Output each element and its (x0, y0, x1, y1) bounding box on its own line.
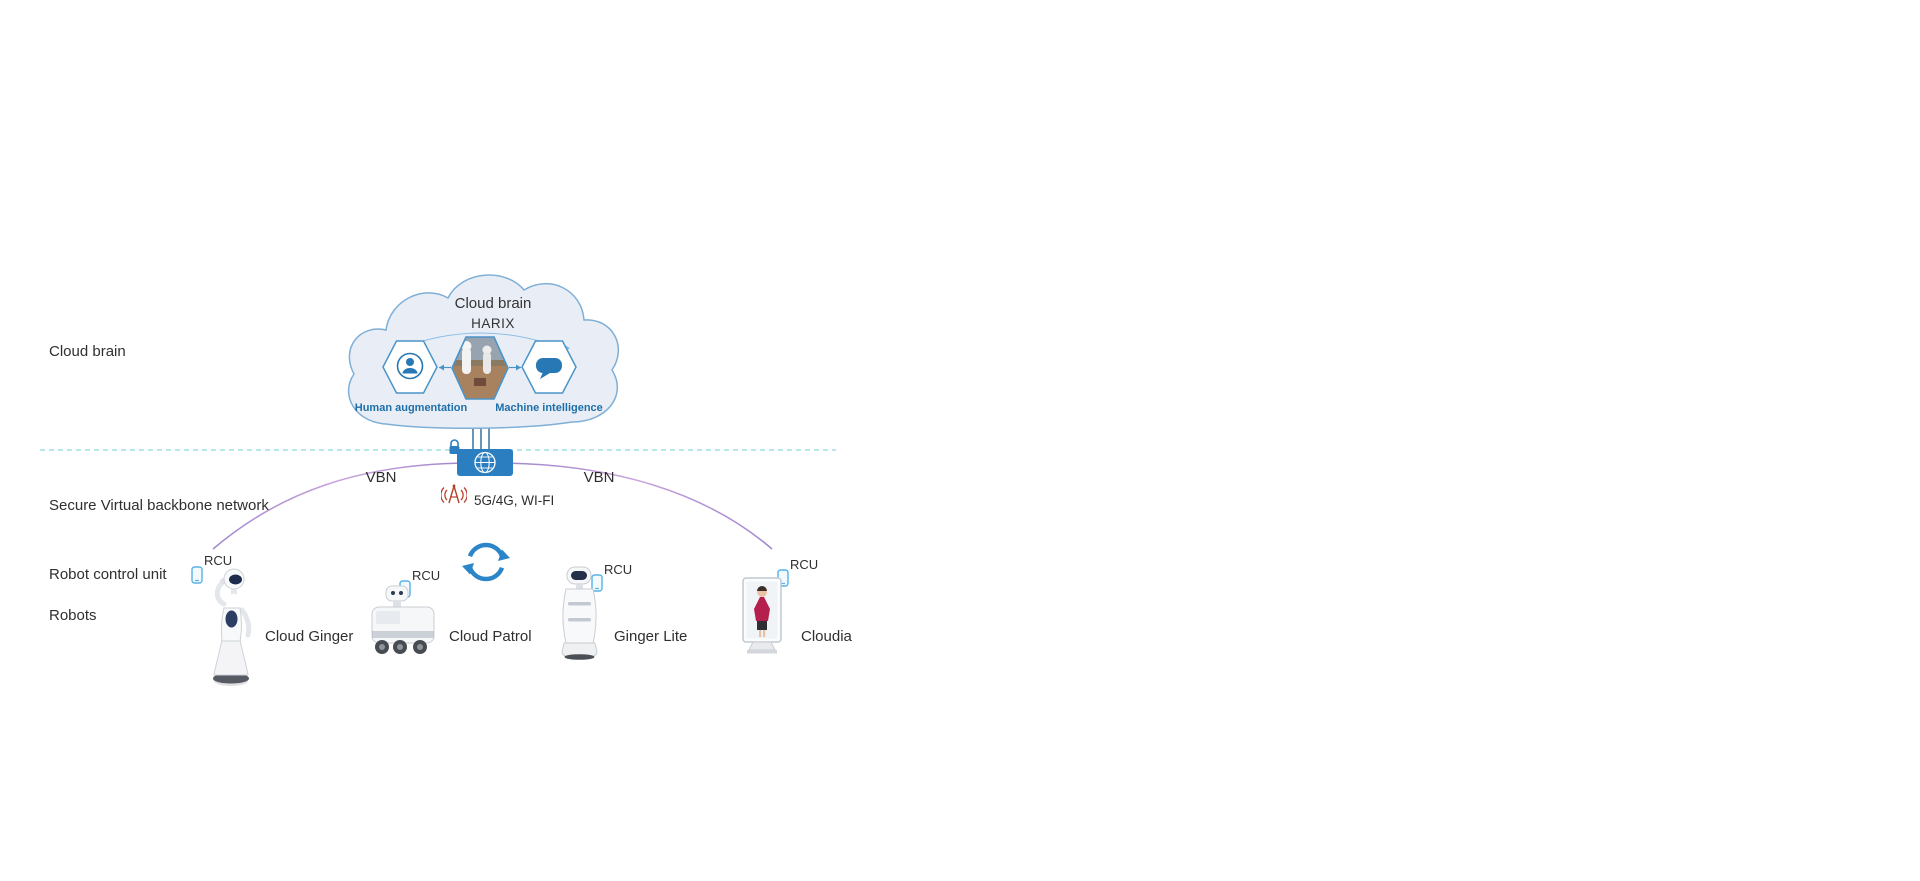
vbn-arc-right (499, 462, 773, 550)
rcu-label-3: RCU (604, 562, 633, 577)
rcu-label-2: RCU (412, 568, 441, 583)
human-augmentation-label: Human augmentation (354, 402, 468, 414)
rcu-label-4: RCU (790, 557, 819, 572)
robot-name-ginger-lite: Ginger Lite (614, 628, 688, 645)
vbn-right-label: VBN (583, 469, 615, 486)
vbn-arc-left (212, 462, 469, 550)
cloud-title: Cloud brain (454, 295, 532, 312)
cloud-subtitle: HARIX (471, 316, 515, 331)
robot-cloud-ginger (213, 568, 252, 686)
row-label-cloud-brain: Cloud brain (49, 343, 126, 360)
robot-cloud-patrol (371, 585, 435, 654)
robot-name-cloud-ginger: Cloud Ginger (265, 628, 354, 645)
antenna-icon (441, 483, 467, 504)
robot-cloudia (742, 577, 782, 654)
row-label-secure-vbn: Secure Virtual backbone network (49, 497, 269, 514)
globe-router-icon (449, 439, 513, 476)
speech-bubble-icon (536, 358, 562, 379)
machine-intelligence-label: Machine intelligence (495, 402, 603, 414)
robot-name-cloud-patrol: Cloud Patrol (449, 628, 532, 645)
person-icon (396, 352, 424, 380)
machine-intelligence-hex (521, 340, 577, 394)
sync-icon (462, 542, 510, 582)
phone-icon (591, 574, 603, 592)
row-label-rcu: Robot control unit (49, 566, 167, 583)
wireless-label: 5G/4G, WI-FI (474, 493, 555, 508)
vbn-left-label: VBN (365, 469, 397, 486)
human-augmentation-hex (382, 340, 438, 394)
robot-ginger-lite (561, 566, 598, 660)
robot-name-cloudia: Cloudia (801, 628, 852, 645)
rcu-label-1: RCU (204, 553, 233, 568)
phone-icon (191, 566, 203, 584)
row-label-robots: Robots (49, 607, 97, 624)
cloud-brain-shape (347, 274, 620, 430)
